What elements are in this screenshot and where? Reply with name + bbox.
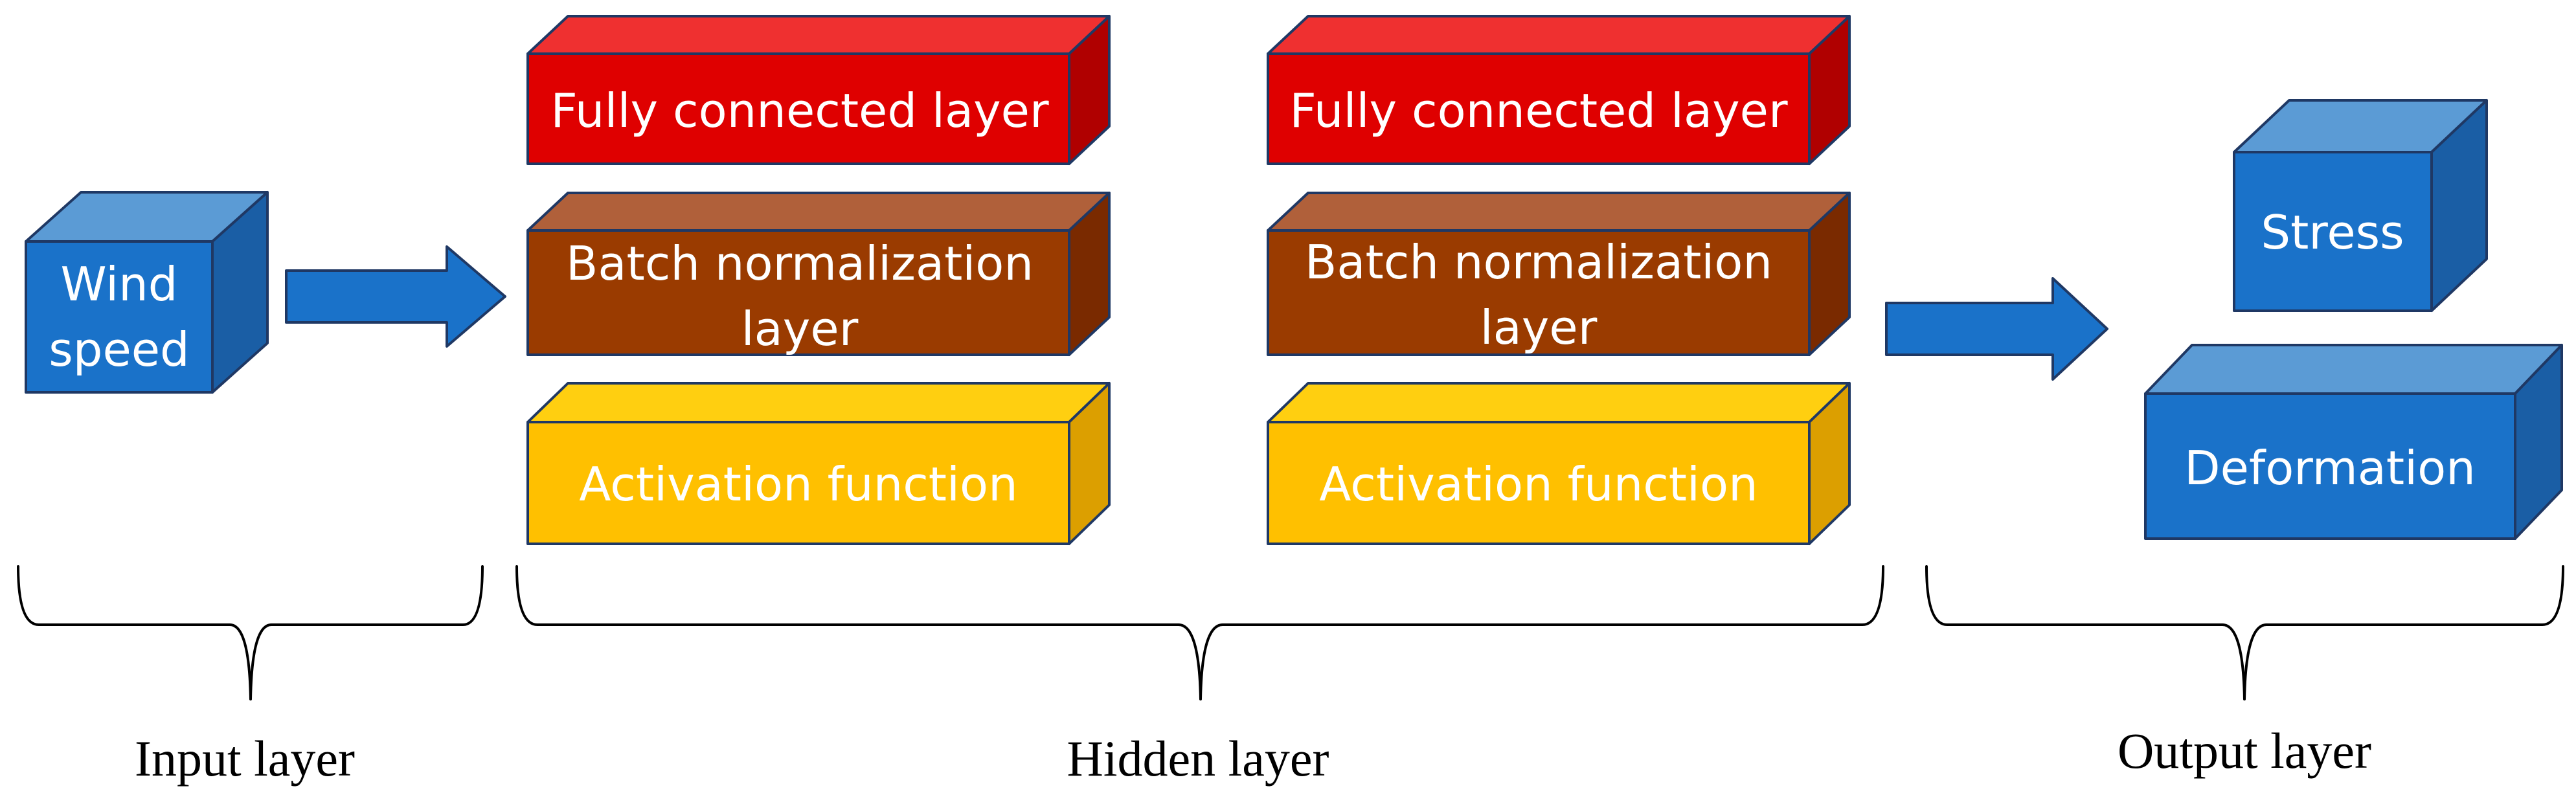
- activation-function-label-1: Activation function: [579, 457, 1017, 511]
- batch-normalization-layer-1: Batch normalization layer: [526, 192, 1111, 356]
- fully-connected-label-1: Fully connected layer: [550, 84, 1049, 138]
- fully-connected-layer-2: Fully connected layer: [1267, 15, 1851, 165]
- batch-normalization-layer-2: Batch normalization layer: [1267, 192, 1851, 356]
- batch-normalization-label-1-line2: layer: [741, 302, 859, 356]
- stress-cube: Stress: [2233, 99, 2488, 312]
- input-layer-brace: [17, 565, 484, 700]
- output-layer-brace: [1925, 565, 2564, 700]
- input-to-hidden-arrow: [285, 245, 506, 348]
- wind-speed-label-line1: Wind: [61, 257, 178, 311]
- activation-function-layer-1: Activation function: [526, 382, 1111, 545]
- hidden-block-1: Fully connected layer Batch normalizatio…: [526, 15, 1111, 545]
- batch-normalization-label-1-line1: Batch normalization: [566, 236, 1034, 291]
- output-layer-label: Output layer: [2118, 722, 2371, 779]
- hidden-layer-brace: [515, 565, 1884, 700]
- wind-speed-label-line2: speed: [49, 322, 190, 377]
- stress-label: Stress: [2261, 205, 2404, 260]
- wind-speed-cube: Wind speed: [25, 191, 269, 394]
- input-layer-label: Input layer: [135, 730, 355, 787]
- activation-function-label-2: Activation function: [1319, 457, 1757, 511]
- fully-connected-label-2: Fully connected layer: [1289, 84, 1788, 138]
- deformation-box: Deformation: [2144, 344, 2563, 540]
- fully-connected-layer-1: Fully connected layer: [526, 15, 1111, 165]
- deformation-label: Deformation: [2184, 441, 2476, 495]
- batch-normalization-label-2-line2: layer: [1480, 300, 1598, 355]
- hidden-to-output-arrow: [1885, 277, 2108, 381]
- batch-normalization-label-2-line1: Batch normalization: [1305, 235, 1772, 289]
- hidden-layer-label: Hidden layer: [1067, 730, 1329, 787]
- hidden-block-2: Fully connected layer Batch normalizatio…: [1267, 15, 1851, 545]
- activation-function-layer-2: Activation function: [1267, 382, 1851, 545]
